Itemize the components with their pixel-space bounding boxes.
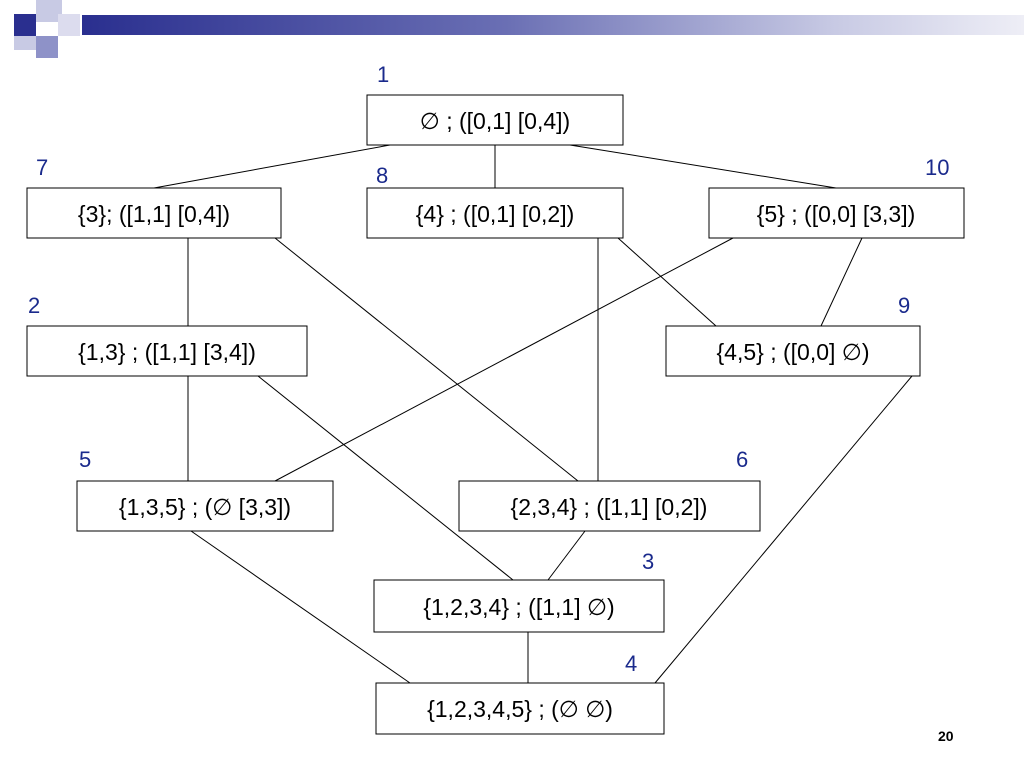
node-box-6: [458, 480, 761, 532]
node-number-4: 4: [625, 651, 637, 676]
nodes-layer: 1 ∅ ; ([0,1] [0,4]) 7 {3}; ([1,1] [0,4])…: [26, 62, 965, 735]
node-number-3: 3: [642, 549, 654, 574]
edge-n2-n3: [257, 375, 514, 581]
edge-n5-n4: [190, 530, 411, 684]
header-square-lavender: [14, 36, 36, 50]
node-number-1: 1: [377, 62, 389, 87]
node-label-2: {1,3} ; ([1,1] [3,4]): [78, 339, 256, 365]
edge-n1-n7: [153, 144, 391, 189]
node-number-8: 8: [376, 163, 388, 188]
node-label-10: {5} ; ([0,0] [3,3]): [757, 201, 916, 227]
header-square-light: [36, 0, 62, 22]
node-label-9: {4,5} ; ([0,0] ∅): [716, 339, 869, 365]
node-box-7: [26, 187, 282, 239]
node-number-10: 10: [925, 155, 949, 180]
node-label-8: {4} ; ([0,1] [0,2]): [416, 201, 575, 227]
node-number-7: 7: [36, 155, 48, 180]
node-box-3: [373, 579, 665, 633]
node-label-4: {1,2,3,4,5} ; (∅ ∅): [427, 696, 613, 722]
edge-n10-n9: [820, 237, 863, 327]
node-number-5: 5: [79, 447, 91, 472]
node-box-9: [665, 325, 921, 377]
node-box-5: [76, 480, 334, 532]
node-label-5: {1,3,5} ; (∅ [3,3]): [119, 494, 291, 520]
header-square-mid: [36, 36, 58, 58]
node-box-10: [708, 187, 965, 239]
node-number-9: 9: [898, 293, 910, 318]
node-label-3: {1,2,3,4} ; ([1,1] ∅): [423, 594, 614, 620]
node-box-8: [366, 187, 624, 239]
page-number: 20: [938, 728, 954, 744]
edges-layer: [153, 144, 913, 684]
edge-n6-n3: [547, 530, 586, 581]
header-square-dark: [14, 14, 36, 36]
edge-n9-n4: [654, 375, 913, 684]
node-box-2: [26, 325, 308, 377]
node-number-2: 2: [28, 293, 40, 318]
header-square-pale: [58, 14, 80, 36]
edge-n1-n10: [569, 144, 837, 189]
node-box-4: [375, 682, 665, 735]
slide-header-decoration: [0, 0, 1024, 70]
node-label-7: {3}; ([1,1] [0,4]): [78, 201, 230, 227]
header-gradient-bar: [82, 15, 1024, 35]
edge-n8-n9: [617, 237, 717, 327]
edge-n10-n5: [274, 237, 734, 482]
node-number-6: 6: [736, 447, 748, 472]
edge-n7-n6: [274, 237, 579, 482]
node-label-1: ∅ ; ([0,1] [0,4]): [420, 108, 570, 134]
node-label-6: {2,3,4} ; ([1,1] [0,2]): [511, 494, 708, 520]
node-box-1: [366, 94, 624, 146]
